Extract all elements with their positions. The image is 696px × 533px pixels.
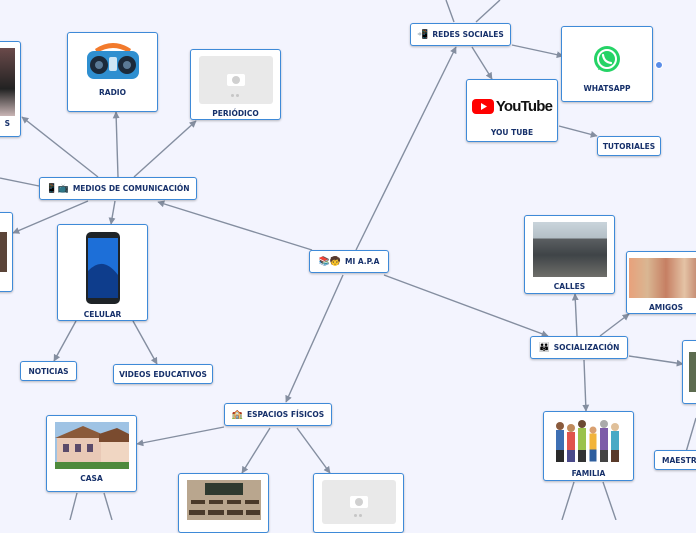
node-left-partial-2[interactable]	[0, 212, 13, 292]
edge-root-espacios	[286, 275, 343, 402]
node-maestro[interactable]: MAESTRO	[654, 450, 696, 470]
node-celular-label: CELULAR	[84, 310, 122, 319]
youtube-play-icon	[472, 99, 494, 114]
edge-celular-noticias	[54, 321, 76, 361]
node-maestro-label: MAESTRO	[662, 456, 696, 465]
edge-casa-down1	[70, 493, 77, 520]
node-amigos-label: AMIGOS	[649, 303, 683, 312]
node-periodico-label: PERIÓDICO	[212, 109, 258, 118]
node-whatsapp[interactable]: WHATSAPP	[561, 26, 653, 102]
node-calles-label: CALLES	[554, 282, 585, 291]
edge-redes-up2	[476, 0, 500, 22]
node-right-partial[interactable]	[682, 340, 696, 404]
edge-medios-leftcut	[0, 178, 39, 186]
youtube-wordmark: YouTube	[496, 98, 552, 115]
node-aula[interactable]	[178, 473, 269, 533]
node-left-partial-label: S	[5, 119, 10, 128]
smartphone-image	[85, 231, 121, 305]
node-youtube-label: YOU TUBE	[491, 128, 533, 137]
edge-soc-amigos	[600, 314, 629, 336]
edge-casa-down2	[104, 493, 112, 520]
family-icon: 👪	[539, 343, 550, 353]
node-familia[interactable]: FAMILIA	[543, 411, 634, 481]
children-reading-icon: 📚🧒	[319, 257, 341, 267]
node-left-partial[interactable]: S	[0, 41, 21, 137]
image-placeholder	[199, 56, 273, 104]
node-handle[interactable]	[655, 61, 663, 69]
edge-soc-familia	[584, 360, 586, 411]
node-socializacion-label: SOCIALIZACIÓN	[554, 343, 620, 352]
street-image	[533, 222, 607, 277]
node-videos[interactable]: VIDEOS EDUCATIVOS	[113, 364, 213, 384]
edge-youtube-tutoriales	[559, 126, 597, 136]
edge-soc-calles	[575, 294, 577, 336]
edge-familia-down2	[603, 482, 616, 520]
edge-medios-radio	[116, 112, 118, 177]
edge-espacios-aula	[242, 428, 270, 473]
school-icon: 🏫	[232, 410, 243, 420]
mobile-arrow-icon: 📲	[417, 30, 428, 40]
node-medios[interactable]: 📱📺 MEDIOS DE COMUNICACIÓN	[39, 177, 197, 200]
teacher-image	[689, 352, 696, 392]
node-tutoriales[interactable]: TUTORIALES	[597, 136, 661, 156]
edge-root-medios	[158, 202, 312, 250]
node-placeholder-bottom[interactable]	[313, 473, 404, 533]
classroom-image	[187, 480, 261, 520]
node-videos-label: VIDEOS EDUCATIVOS	[119, 370, 207, 379]
edge-medios-celular	[111, 201, 115, 224]
node-calles[interactable]: CALLES	[524, 215, 615, 294]
camera-icon	[227, 74, 245, 86]
family-image	[552, 418, 626, 464]
edge-redes-up1	[446, 0, 454, 22]
edge-medios-periodico	[134, 121, 196, 177]
item-image	[0, 232, 7, 272]
node-root[interactable]: 📚🧒 MI A.P.A	[309, 250, 389, 273]
edge-espacios-placeholder	[297, 428, 330, 473]
node-radio[interactable]: RADIO	[67, 32, 158, 112]
node-redes[interactable]: 📲 REDES SOCIALES	[410, 23, 511, 46]
node-socializacion[interactable]: 👪 SOCIALIZACIÓN	[530, 336, 628, 359]
edge-familia-down1	[562, 482, 574, 520]
node-whatsapp-label: WHATSAPP	[583, 84, 630, 93]
edge-medios-leftimage	[22, 117, 98, 177]
image-placeholder	[322, 480, 396, 524]
node-periodico[interactable]: PERIÓDICO	[190, 49, 281, 120]
node-celular[interactable]: CELULAR	[57, 224, 148, 321]
edge-soc-maestro-img	[629, 356, 683, 364]
node-noticias-label: NOTICIAS	[28, 367, 68, 376]
phone-tv-icon: 📱📺	[46, 184, 68, 194]
friends-image	[629, 258, 696, 298]
node-radio-label: RADIO	[99, 88, 126, 97]
node-medios-label: MEDIOS DE COMUNICACIÓN	[73, 184, 190, 193]
node-root-label: MI A.P.A	[345, 257, 379, 266]
youtube-logo: YouTube	[472, 98, 552, 115]
edge-redes-whatsapp	[512, 45, 563, 56]
node-espacios-label: ESPACIOS FÍSICOS	[247, 410, 324, 419]
person-image	[0, 48, 15, 116]
node-familia-label: FAMILIA	[572, 469, 606, 478]
node-tutoriales-label: TUTORIALES	[603, 142, 655, 151]
node-casa[interactable]: CASA	[46, 415, 137, 492]
node-redes-label: REDES SOCIALES	[432, 30, 503, 39]
node-espacios[interactable]: 🏫 ESPACIOS FÍSICOS	[224, 403, 332, 426]
radio-image	[83, 39, 143, 83]
node-noticias[interactable]: NOTICIAS	[20, 361, 77, 381]
edge-redes-youtube	[472, 47, 492, 79]
whatsapp-logo-icon	[592, 44, 622, 74]
edge-root-redes	[356, 47, 456, 250]
node-amigos[interactable]: AMIGOS	[626, 251, 696, 314]
camera-icon	[350, 496, 368, 508]
node-casa-label: CASA	[80, 474, 103, 483]
edge-celular-videos	[133, 321, 157, 364]
house-image	[55, 422, 129, 469]
node-youtube[interactable]: YouTube YOU TUBE	[466, 79, 558, 142]
edge-maestro-cut	[686, 418, 696, 452]
edge-espacios-casa	[137, 427, 224, 444]
